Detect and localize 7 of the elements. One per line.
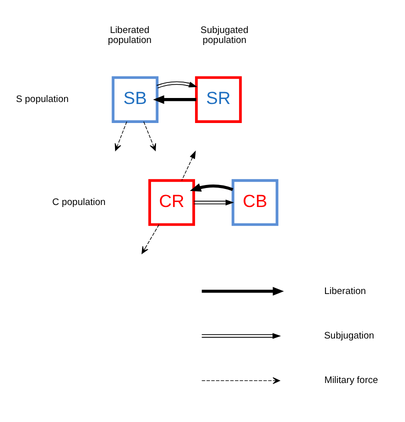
label: Liberated population <box>108 25 152 46</box>
label: Subjugated population <box>200 25 248 46</box>
label: C population <box>52 197 106 208</box>
legend-label: Liberation <box>324 286 366 297</box>
legend-label: Subjugation <box>324 330 374 342</box>
label: S population <box>16 94 69 106</box>
legend-label: Military force <box>324 375 378 386</box>
